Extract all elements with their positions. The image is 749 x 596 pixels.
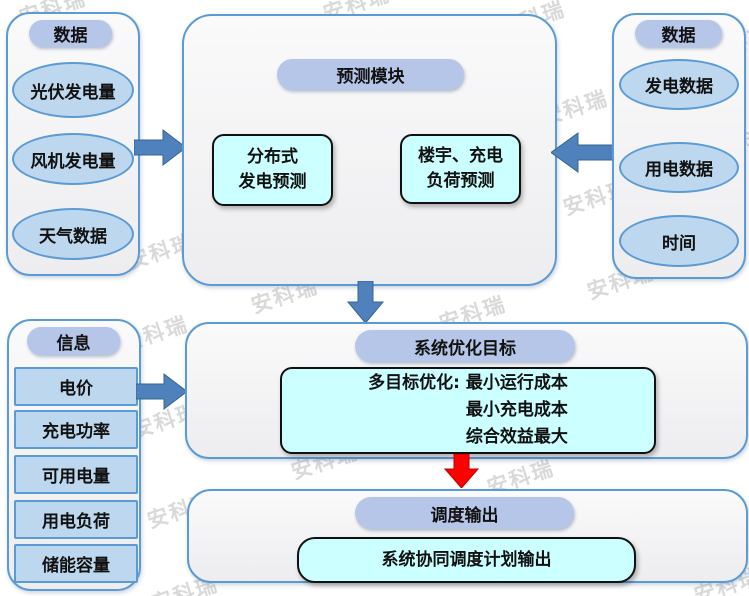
left-data-group-title-badge: 数据 bbox=[29, 20, 112, 47]
distributed-forecast-line2: 发电预测 bbox=[238, 172, 307, 192]
prediction-module-title-badge: 预测模块 bbox=[277, 59, 464, 90]
dispatch-title: 调度输出 bbox=[430, 505, 499, 526]
time-label: 时间 bbox=[662, 233, 696, 254]
optimization-title: 系统优化目标 bbox=[414, 338, 516, 359]
left-data-group-title: 数据 bbox=[53, 26, 88, 46]
info-group-title: 信息 bbox=[56, 333, 91, 354]
dispatch-title-badge: 调度输出 bbox=[355, 497, 574, 529]
electricity-price-node: 电价 bbox=[14, 367, 138, 406]
charging-power-label: 充电功率 bbox=[42, 422, 110, 442]
time-node: 时间 bbox=[619, 215, 739, 267]
objective-line-2: 最小充电成本 bbox=[465, 400, 568, 420]
storage-capacity-node: 储能容量 bbox=[14, 544, 138, 583]
arrow-left-data-to-prediction bbox=[134, 129, 186, 166]
arrow-prediction-to-optimization bbox=[347, 281, 384, 323]
wind-generation-label: 风机发电量 bbox=[30, 151, 116, 172]
prediction-module-box: 预测模块 分布式 发电预测 楼宇、充电 负荷预测 bbox=[182, 14, 557, 286]
building-charging-load-forecast-node: 楼宇、充电 负荷预测 bbox=[400, 134, 521, 204]
objective-line-3: 综合效益最大 bbox=[465, 427, 568, 447]
right-data-group: 数据 发电数据 用电数据 时间 bbox=[612, 13, 746, 279]
objective-line-1: 多目标优化: 最小运行成本 bbox=[368, 373, 568, 393]
power-load-label: 用电负荷 bbox=[42, 512, 110, 532]
right-data-group-title-badge: 数据 bbox=[635, 20, 722, 47]
optimization-title-badge: 系统优化目标 bbox=[355, 330, 575, 362]
dispatch-plan-output-label: 系统协同调度计划输出 bbox=[381, 549, 552, 570]
power-load-node: 用电负荷 bbox=[14, 500, 138, 539]
load-forecast-line1: 楼宇、充电 bbox=[418, 146, 503, 167]
optimization-box: 系统优化目标 多目标优化: 最小运行成本 最小充电成本 综合效益最大 bbox=[185, 322, 748, 459]
left-data-group: 数据 光伏发电量 风机发电量 天气数据 bbox=[6, 12, 140, 276]
info-group: 信息 电价 充电功率 可用电量 用电负荷 储能容量 bbox=[7, 319, 141, 591]
arrow-right-data-to-prediction bbox=[551, 132, 614, 173]
consumption-data-node: 用电数据 bbox=[619, 142, 739, 193]
load-forecast-line2: 负荷预测 bbox=[426, 171, 495, 191]
electricity-price-label: 电价 bbox=[59, 379, 93, 399]
dispatch-output-box: 调度输出 系统协同调度计划输出 bbox=[187, 489, 748, 583]
available-energy-node: 可用电量 bbox=[14, 455, 138, 494]
charging-power-node: 充电功率 bbox=[14, 410, 138, 449]
dispatch-plan-output-node: 系统协同调度计划输出 bbox=[297, 537, 636, 583]
arrow-optimization-to-dispatch bbox=[444, 454, 479, 488]
multi-objective-node: 多目标优化: 最小运行成本 最小充电成本 综合效益最大 bbox=[280, 367, 656, 454]
consumption-data-label: 用电数据 bbox=[645, 160, 713, 180]
prediction-module-title: 预测模块 bbox=[336, 67, 405, 87]
wind-generation-node: 风机发电量 bbox=[12, 133, 134, 185]
multi-objective-text: 多目标优化: 最小运行成本 最小充电成本 综合效益最大 bbox=[368, 370, 568, 451]
available-energy-label: 可用电量 bbox=[42, 467, 110, 487]
weather-data-node: 天气数据 bbox=[12, 208, 134, 260]
distributed-generation-forecast-node: 分布式 发电预测 bbox=[212, 134, 333, 206]
pv-generation-label: 光伏发电量 bbox=[30, 82, 116, 103]
pv-generation-node: 光伏发电量 bbox=[12, 62, 134, 118]
generation-data-label: 发电数据 bbox=[645, 77, 713, 97]
generation-data-node: 发电数据 bbox=[619, 59, 739, 110]
storage-capacity-label: 储能容量 bbox=[42, 556, 110, 576]
info-group-title-badge: 信息 bbox=[27, 327, 120, 355]
weather-data-label: 天气数据 bbox=[39, 226, 107, 247]
distributed-forecast-line1: 分布式 bbox=[247, 147, 298, 168]
right-data-group-title: 数据 bbox=[661, 26, 696, 46]
arrow-info-to-optimization bbox=[136, 373, 187, 410]
